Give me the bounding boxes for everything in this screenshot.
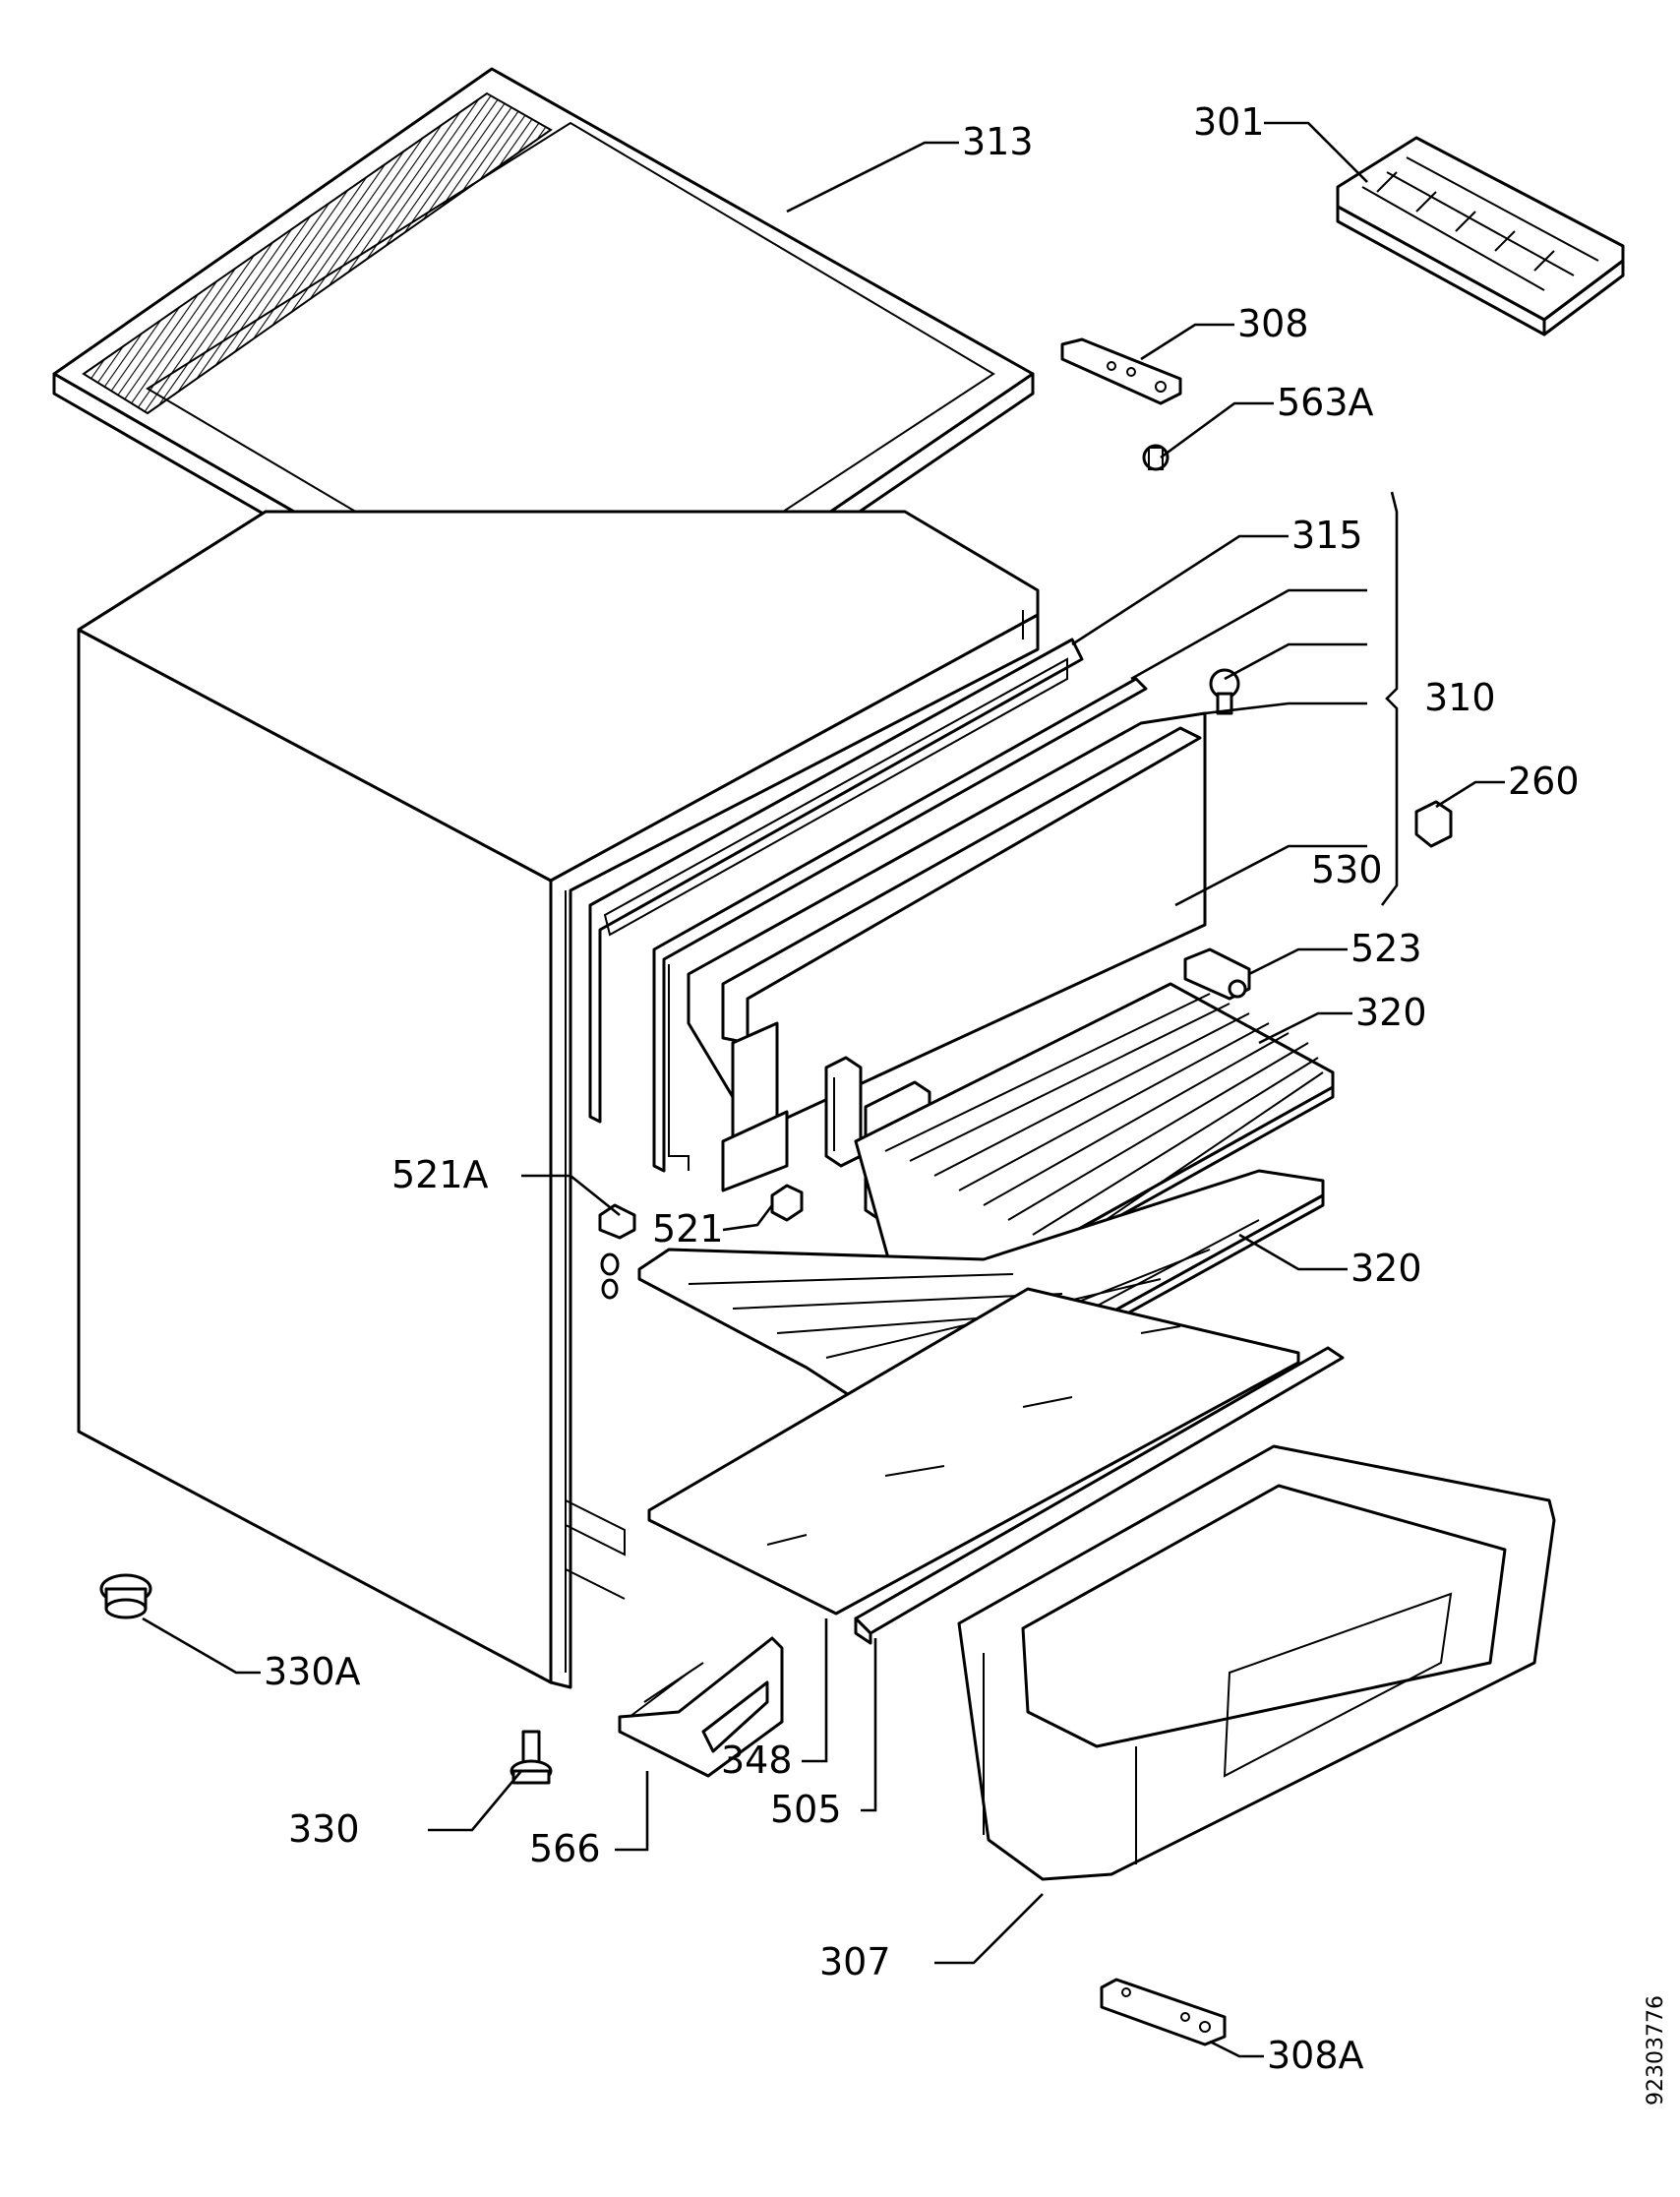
- rail-505: [854, 1346, 1345, 1645]
- foot-330A: [99, 1573, 152, 1619]
- clip-260: [1414, 800, 1453, 848]
- label-320-lower: 320: [1350, 1247, 1422, 1290]
- hinge-plate-308: [1060, 337, 1182, 405]
- hinge-plate-308A: [1100, 1978, 1227, 2046]
- crisper-drawer-307: [957, 1444, 1556, 1881]
- document-number: 92303776: [1644, 1995, 1668, 2105]
- cabinet-body: [77, 510, 1040, 1689]
- leader-lines: [142, 121, 1505, 2058]
- label-566: 566: [529, 1827, 601, 1870]
- label-260: 260: [1508, 760, 1580, 803]
- ice-tray-301: [1336, 136, 1625, 336]
- label-310: 310: [1424, 676, 1496, 719]
- label-563A: 563A: [1277, 381, 1374, 424]
- label-308: 308: [1237, 302, 1309, 345]
- part-labels: 313 301 308 563A 315 310 260 530 523 320…: [264, 100, 1580, 2077]
- clip-521A: [598, 1203, 636, 1300]
- block-521: [770, 1184, 804, 1222]
- hinge-pin-523: [1183, 947, 1251, 1001]
- glass-shelf-348: [647, 1287, 1300, 1616]
- label-330: 330: [288, 1807, 360, 1851]
- label-330A: 330A: [264, 1650, 361, 1693]
- foot-screw-330: [510, 1730, 553, 1785]
- label-521: 521: [652, 1207, 724, 1251]
- latch-530: [824, 1056, 863, 1168]
- label-521A: 521A: [391, 1153, 489, 1196]
- label-315: 315: [1291, 514, 1363, 557]
- label-320-upper: 320: [1355, 991, 1427, 1034]
- label-505: 505: [770, 1788, 842, 1831]
- door-gaskets-315: [588, 638, 1207, 1192]
- nut-563A: [1142, 444, 1170, 471]
- comb-566: [618, 1636, 784, 1778]
- label-313: 313: [962, 120, 1034, 163]
- label-523: 523: [1350, 927, 1422, 970]
- label-301: 301: [1193, 100, 1265, 144]
- label-308A: 308A: [1267, 2034, 1364, 2077]
- label-530: 530: [1311, 848, 1383, 891]
- label-307: 307: [819, 1940, 891, 1983]
- label-348: 348: [721, 1739, 793, 1782]
- screw-310: [1209, 668, 1240, 715]
